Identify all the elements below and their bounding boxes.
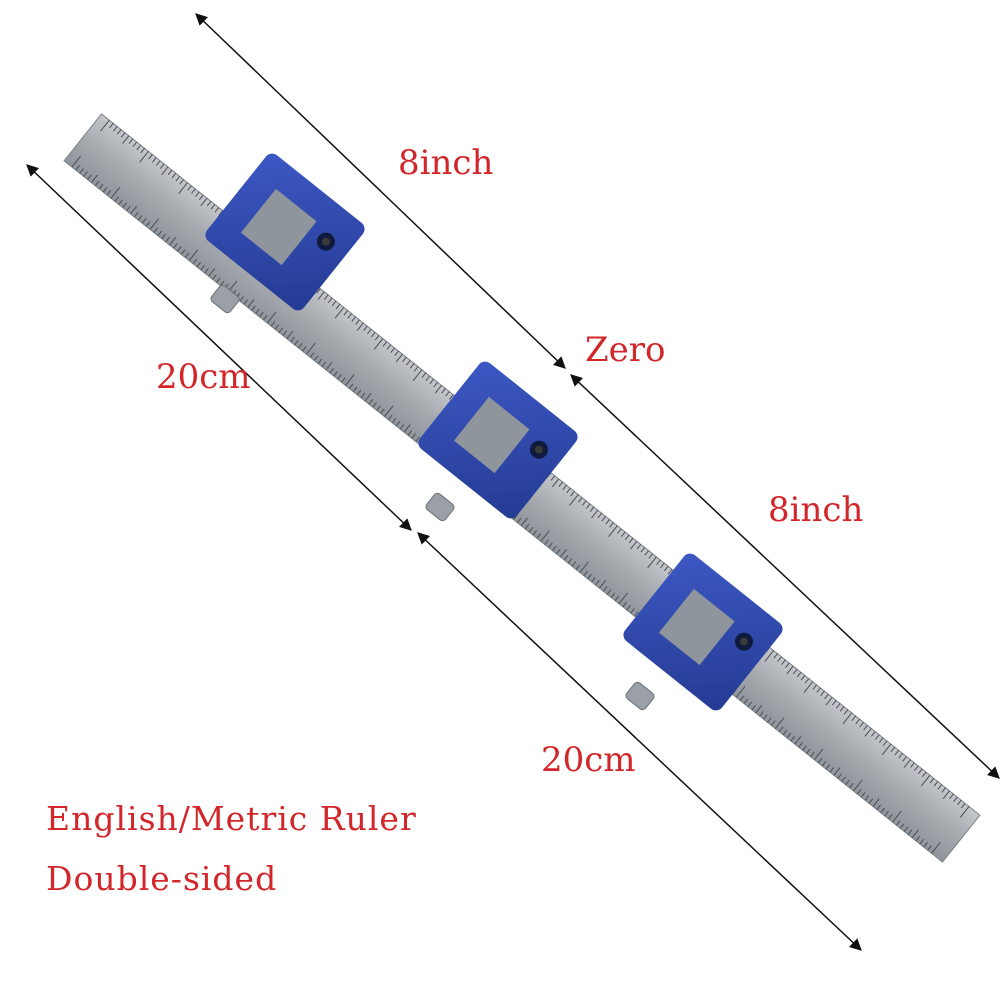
ruler-tick (425, 375, 431, 381)
ruler-tick (941, 787, 946, 793)
ruler-tick (524, 523, 530, 530)
ruler-tick (895, 820, 901, 826)
ruler-tick (128, 138, 134, 144)
ruler-tick (562, 484, 567, 491)
ruler-tick (959, 806, 970, 818)
ruler-tick (434, 385, 442, 394)
ruler-tick (960, 803, 966, 809)
caption-line-2: Double-sided (46, 859, 278, 898)
ruler-tick (868, 798, 874, 804)
ruler-tick (421, 372, 427, 378)
ruler-tick (449, 394, 454, 400)
ruler-tick (927, 845, 932, 851)
ruler-tick (884, 810, 889, 817)
ruler-tick (550, 475, 556, 481)
ruler-tick (911, 829, 919, 839)
ruler-tick (907, 829, 913, 835)
arrow-upper-20cm (26, 164, 412, 531)
ruler-tick (122, 135, 130, 144)
ruler-tick (132, 141, 138, 148)
ruler-tick (140, 147, 145, 154)
ruler-tick (864, 795, 870, 801)
ruler-tick (429, 378, 435, 385)
label-20cm-upper: 20cm (156, 357, 251, 397)
ruler-tick (120, 132, 126, 138)
ruler-tick (933, 781, 939, 787)
ruler-tick (942, 790, 950, 799)
ruler-tick (520, 517, 528, 527)
ruler-tick (411, 433, 416, 439)
ruler-tick (915, 835, 921, 842)
ruler-tick (516, 517, 522, 523)
ruler-tick (931, 842, 941, 854)
ruler-tick (441, 388, 446, 394)
ruler-tick (937, 784, 943, 790)
ruler-tick (412, 369, 423, 381)
ruler-tick (139, 151, 149, 163)
dimension-arrows (26, 13, 1000, 951)
ruler-tick (903, 826, 909, 832)
ruler-tick (949, 793, 954, 799)
label-20cm-lower: 20cm (541, 740, 636, 780)
ruler-tick (100, 119, 110, 132)
ruler-tick (888, 814, 893, 820)
ruler-tick (552, 478, 560, 488)
ruler-tick (136, 144, 141, 151)
ruler-tick (433, 381, 438, 388)
caption-line-1: English/Metric Ruler (46, 799, 417, 838)
ruler-tick (152, 157, 157, 163)
ruler-tick (880, 807, 885, 814)
ruler-tick (116, 129, 122, 135)
ruler-tick (899, 823, 905, 829)
ruler-tick (445, 391, 450, 397)
ruler-tick (566, 487, 571, 494)
label-8inch-top: 8inch (398, 143, 494, 183)
label-zero: Zero (585, 330, 666, 370)
ruler-tick (892, 810, 902, 823)
ruler-tick (929, 778, 935, 784)
label-8inch-bottom: 8inch (768, 490, 864, 530)
ruler-tick (558, 481, 563, 488)
ruler-tick (109, 122, 114, 129)
jig-middle (418, 361, 578, 519)
ruler-tick (872, 798, 880, 807)
ruler-tick (957, 799, 962, 806)
arrow-lower-20cm (417, 532, 862, 951)
ruler-tick (148, 154, 153, 160)
ruler-tick (415, 436, 420, 442)
ruler-tick (923, 842, 928, 848)
ruler-tick (919, 838, 924, 845)
ruler-tick (528, 527, 534, 533)
ruler-tick (953, 796, 958, 803)
ruler-tick (876, 804, 881, 810)
ruler-tick (112, 126, 118, 132)
